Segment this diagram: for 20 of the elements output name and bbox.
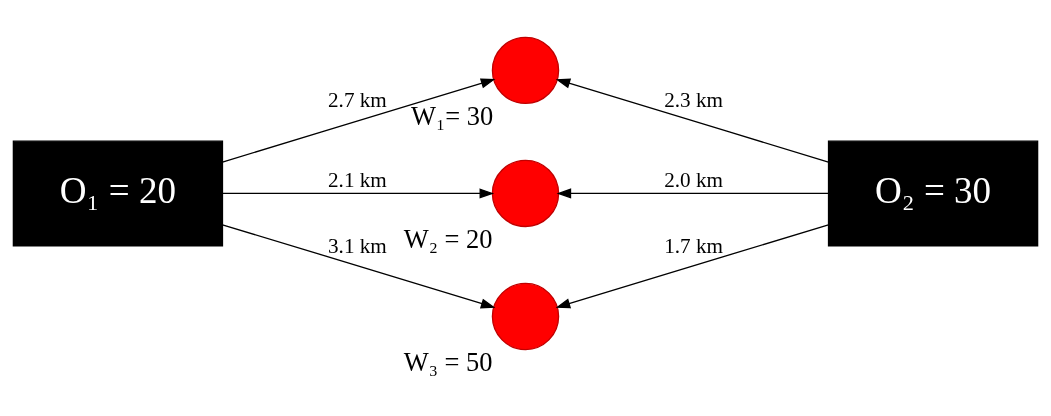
- node-label: W₃ = 50: [403, 346, 493, 377]
- node-circle: [491, 282, 560, 351]
- arrow: [556, 188, 829, 199]
- arrow: [555, 224, 830, 309]
- edge-label: 2.1 km: [328, 167, 387, 192]
- arrow: [221, 224, 496, 309]
- edge-label: 3.1 km: [328, 233, 387, 258]
- node-label: W₁= 30: [410, 100, 494, 131]
- node-box: O₁ = 20: [12, 140, 224, 247]
- node-circle: [491, 159, 560, 228]
- arrow: [221, 78, 496, 163]
- arrow: [221, 188, 495, 199]
- arrow: [555, 78, 830, 163]
- node-box: O₂ = 30: [827, 140, 1039, 247]
- edge-label: 2.0 km: [664, 167, 723, 192]
- node-circle: [491, 36, 560, 105]
- node-label: W₂ = 20: [403, 223, 493, 254]
- edge-label: 2.3 km: [664, 88, 723, 113]
- edge-label: 1.7 km: [664, 233, 723, 258]
- edge-label: 2.7 km: [328, 88, 387, 113]
